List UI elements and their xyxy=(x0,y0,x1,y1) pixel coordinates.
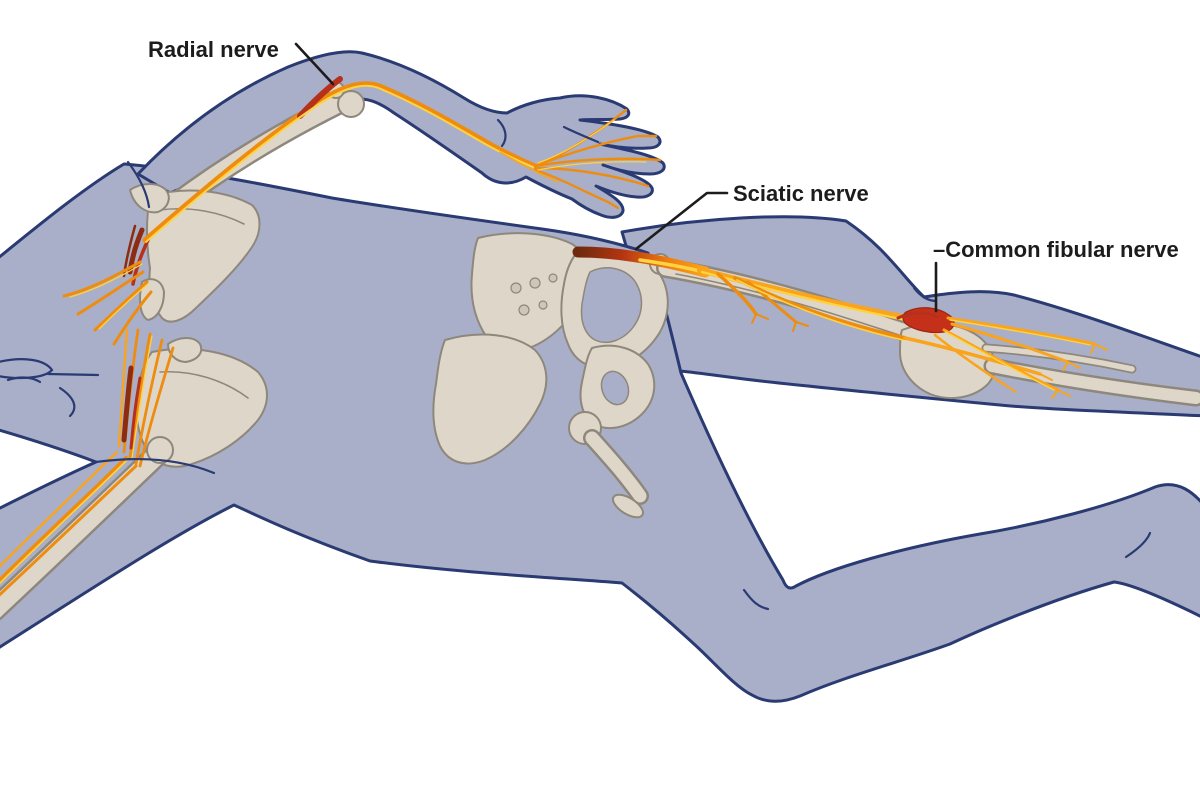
radial-leader-line xyxy=(294,42,335,86)
sciatic-nerve-label: Sciatic nerve xyxy=(733,181,869,206)
leader-lines xyxy=(294,42,938,313)
scapula-upper xyxy=(129,183,261,323)
far-arm-crease xyxy=(94,457,216,475)
nerves xyxy=(0,76,1108,597)
bent-arm-and-hand xyxy=(136,50,666,219)
humerus-far-arm xyxy=(0,436,174,621)
wrist-crease xyxy=(496,118,507,148)
sciatic-leader-line xyxy=(634,191,729,251)
sacrum xyxy=(470,232,589,352)
labels: Radial nerve Sciatic nerve –Common fibul… xyxy=(148,37,1179,262)
common-fibular-nerve-highlight xyxy=(896,307,1108,399)
face-profile-lines xyxy=(0,358,100,418)
detail-lines xyxy=(0,118,1152,611)
brachial-plexus-upper xyxy=(62,224,153,346)
skeleton xyxy=(0,81,1200,621)
radial-nerve-label: Radial nerve xyxy=(148,37,279,62)
radial-nerve-path xyxy=(142,76,662,243)
ankle-crease xyxy=(1124,531,1152,559)
armpit-crease xyxy=(126,160,151,209)
sciatic-nerve-path xyxy=(572,246,1042,376)
iliac-wing xyxy=(432,333,548,465)
palm-crease xyxy=(562,125,600,144)
pelvis xyxy=(432,232,669,519)
common-fibular-nerve-label: –Common fibular nerve xyxy=(933,237,1179,262)
brachial-plexus-lower xyxy=(0,328,175,597)
knee-dip-crease xyxy=(912,286,938,303)
bent-knee-crease xyxy=(742,588,770,611)
